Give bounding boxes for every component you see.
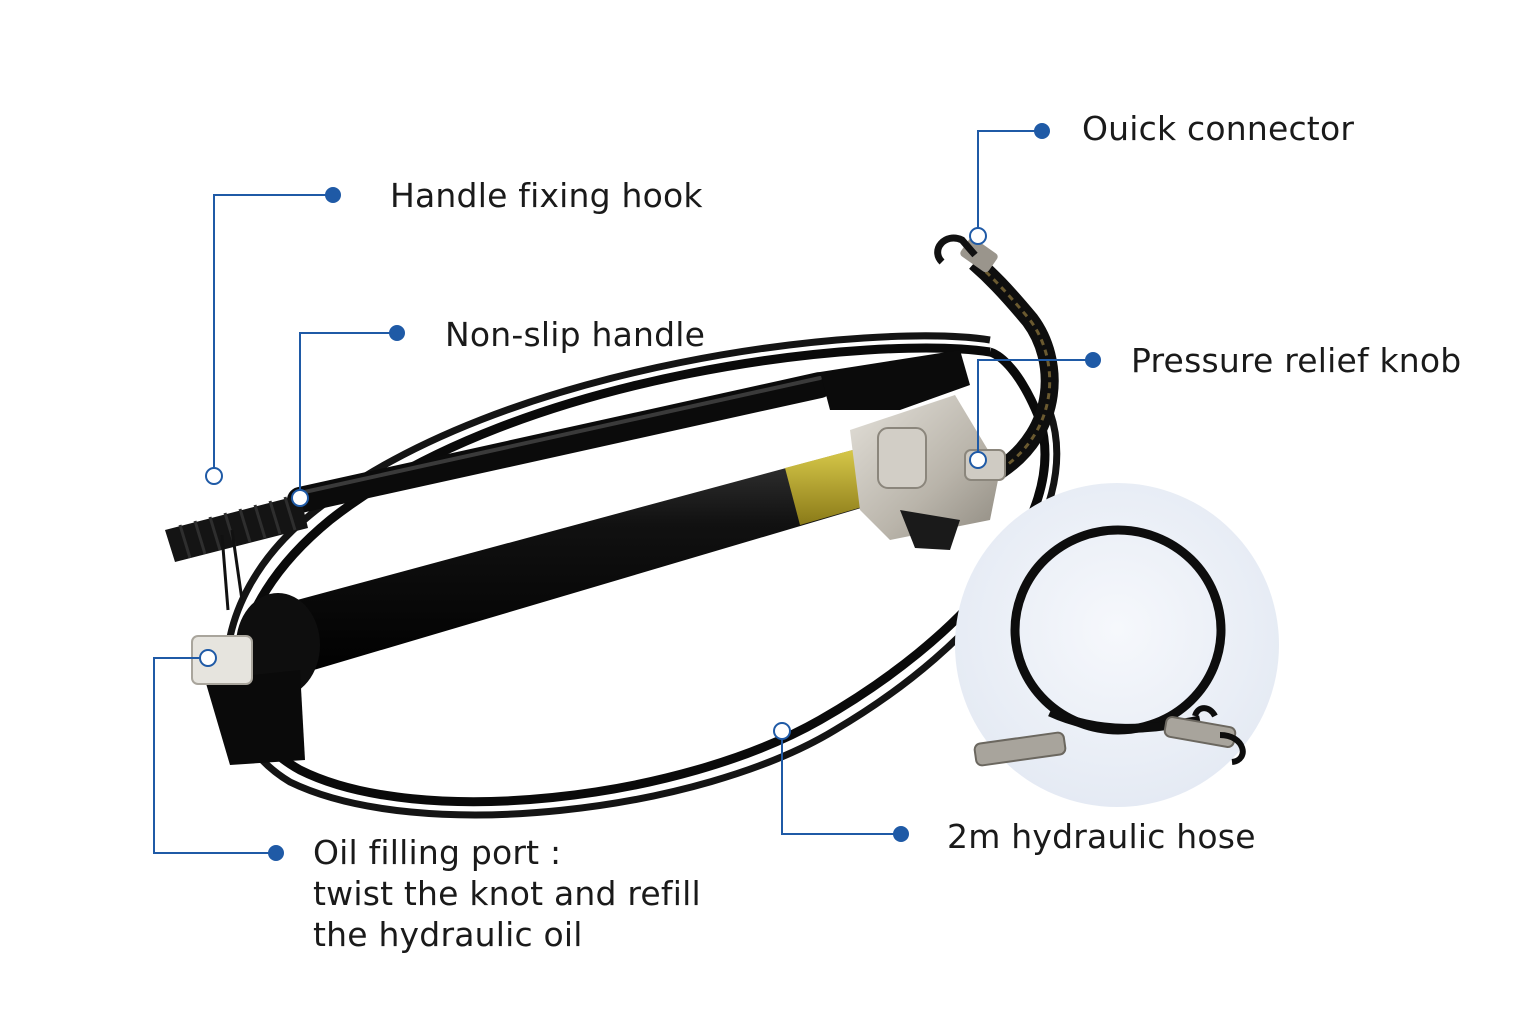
label-handle-fixing-hook: Handle fixing hook [390,176,703,215]
anchor-points [199,227,987,740]
dot-hose [893,826,909,842]
label-pressure-relief-knob: Pressure relief knob [1131,341,1462,380]
dot-oil-port [268,845,284,861]
dot-grip [389,325,405,341]
hydraulic-hose-loop [223,332,1061,819]
anchor-handle-hook [205,467,223,485]
dot-handle-hook [325,187,341,203]
label-hydraulic-hose: 2m hydraulic hose [947,817,1256,856]
oil-port-line-2: twist the knot and refill [313,874,701,913]
handle [165,350,970,611]
label-quick-connector: Ouick connector [1082,109,1355,148]
label-oil-filling-port: Oil filling port : twist the knot and re… [313,832,701,955]
callout-leaders [153,130,1093,854]
anchor-oil-port [199,649,217,667]
anchor-grip [291,489,309,507]
dot-relief-knob [1085,352,1101,368]
hose-to-connector [934,234,1059,478]
label-dots [268,123,1101,861]
anchor-connector [969,227,987,245]
anchor-hose [773,722,791,740]
oil-port-line-3: the hydraulic oil [313,915,583,954]
pump-cylinder [191,440,905,765]
pump-head-block [850,395,1006,550]
hose-inset [955,483,1279,807]
anchor-relief-knob [969,451,987,469]
dot-connector [1034,123,1050,139]
oil-port-line-1: Oil filling port : [313,833,562,872]
label-non-slip-handle: Non-slip handle [445,315,706,354]
